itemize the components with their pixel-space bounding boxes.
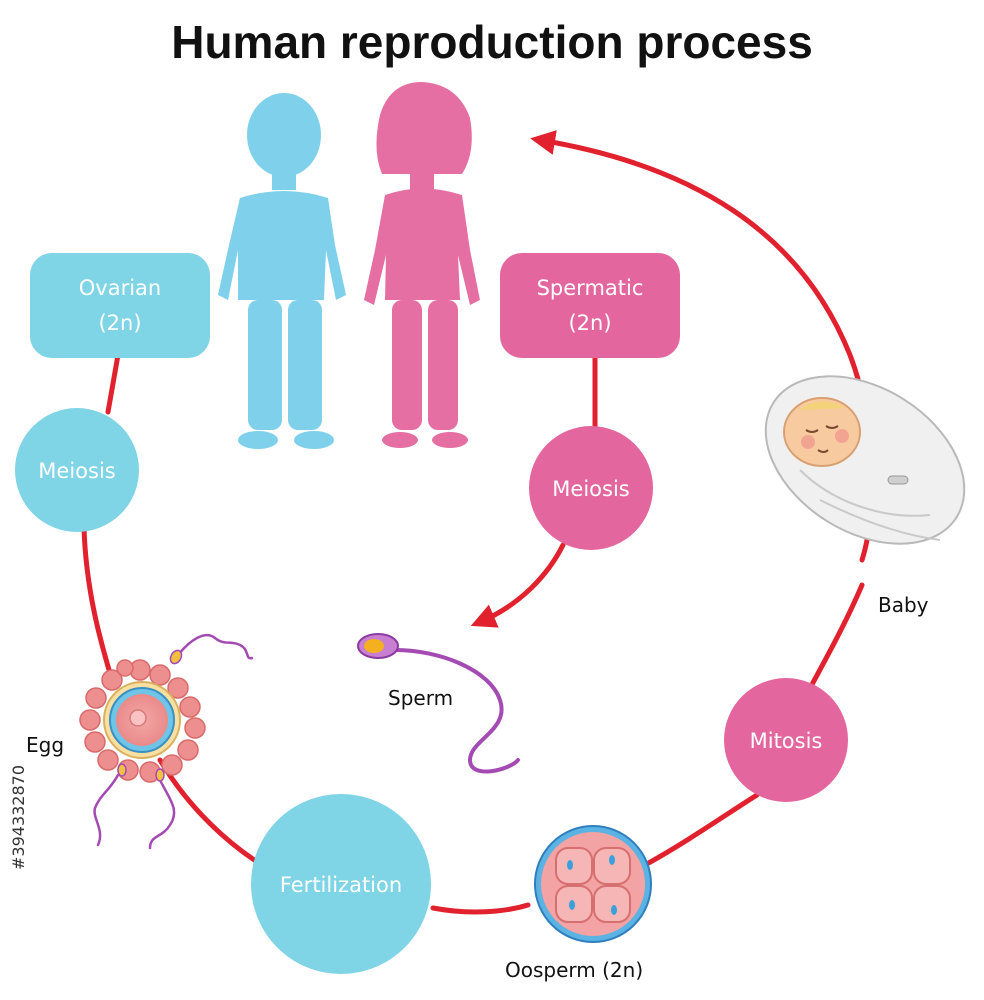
meiosis-right-label: Meiosis <box>552 477 629 501</box>
spermatic-node: Spermatic (2n) <box>500 253 680 358</box>
female-silhouette-icon <box>364 82 480 448</box>
oosperm-label: Oosperm (2n) <box>505 958 643 982</box>
oosperm-icon <box>534 825 652 943</box>
meiosis-left-label: Meiosis <box>38 459 115 483</box>
egg-label: Egg <box>26 733 64 757</box>
mitosis-label: Mitosis <box>750 729 823 753</box>
ovarian-ploidy: (2n) <box>98 311 141 335</box>
fertilization-node: Fertilization <box>251 794 431 974</box>
male-silhouette-icon <box>218 93 346 449</box>
meiosis-right-node: Meiosis <box>529 426 653 550</box>
side-id: #394332870 <box>9 765 28 870</box>
baby-icon <box>764 375 966 545</box>
spermatic-ploidy: (2n) <box>568 311 611 335</box>
mitosis-node: Mitosis <box>724 678 848 802</box>
spermatic-label: Spermatic <box>537 276 644 300</box>
meiosis-left-node: Meiosis <box>15 408 139 532</box>
egg-sperm-cells <box>93 633 254 850</box>
ovarian-label: Ovarian <box>79 276 161 300</box>
egg-cell-icon <box>79 659 206 783</box>
ovarian-node: Ovarian (2n) <box>30 253 210 358</box>
sperm-icon <box>357 633 520 774</box>
cycle-path <box>81 130 875 915</box>
fertilization-label: Fertilization <box>280 873 402 897</box>
baby-label: Baby <box>878 593 929 617</box>
sperm-label: Sperm <box>388 686 453 710</box>
page-title: Human reproduction process <box>171 16 813 68</box>
